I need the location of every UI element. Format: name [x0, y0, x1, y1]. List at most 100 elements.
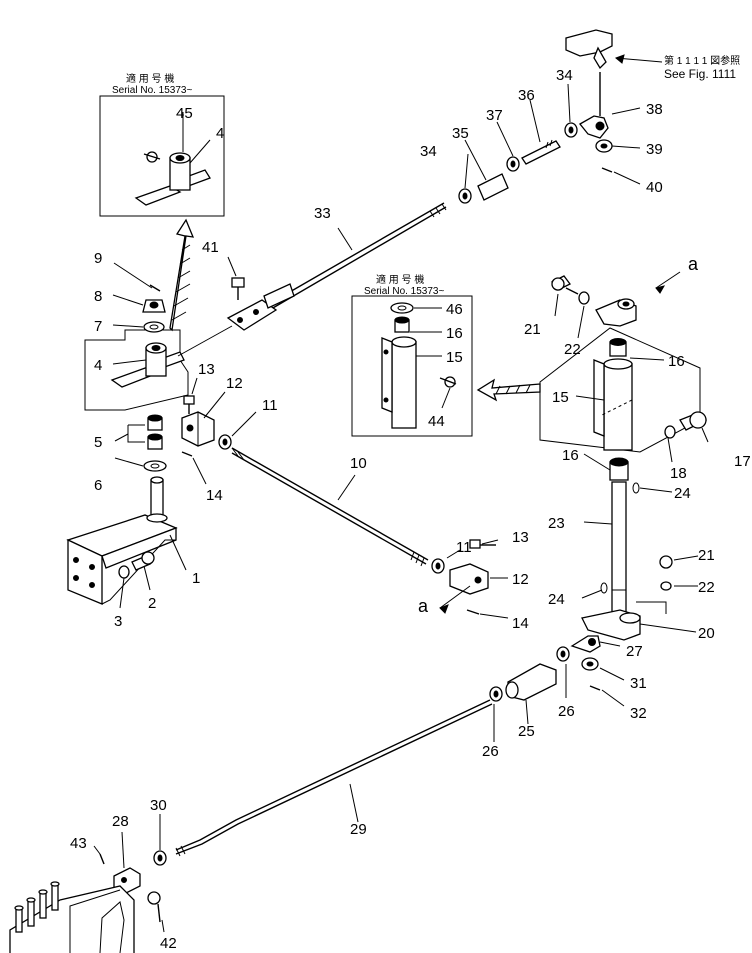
callout-1: 1 — [192, 570, 200, 587]
snap-ring-24-lower — [600, 582, 608, 594]
rod-33 — [177, 202, 447, 357]
tube-15-right — [603, 363, 633, 451]
pin-14 — [181, 451, 193, 457]
callout-4-top: 4 — [216, 125, 224, 142]
callout-45: 45 — [176, 105, 193, 122]
callout-27: 27 — [626, 643, 643, 660]
callout-16-lower: 16 — [562, 447, 579, 464]
rod-end-27 — [570, 635, 601, 653]
inset-left-applicable: 適 用 号 機 — [126, 72, 174, 85]
snap-ring-24-upper — [632, 482, 640, 494]
washer-18 — [664, 425, 676, 439]
callout-15-mid: 15 — [446, 349, 463, 366]
callout-8: 8 — [94, 288, 102, 305]
callout-24-lower: 24 — [548, 591, 565, 608]
bolt-41-head — [231, 277, 245, 288]
injection-pump-body — [9, 885, 135, 953]
bolt-13-right — [469, 539, 481, 549]
callout-7: 7 — [94, 318, 102, 335]
inset-frame — [99, 95, 225, 217]
callout-32: 32 — [630, 705, 647, 722]
callout-44: 44 — [428, 413, 445, 430]
callout-40: 40 — [646, 179, 663, 196]
washer-3 — [118, 565, 130, 579]
callout-22-top: 22 — [564, 341, 581, 358]
washer-22-lower — [660, 581, 672, 591]
lever-bore — [175, 155, 185, 161]
callout-21-top: 21 — [524, 321, 541, 338]
bracket-assembly — [66, 476, 187, 609]
callout-21-lower: 21 — [698, 547, 715, 564]
shaft-assembly — [581, 453, 699, 641]
group-outline — [84, 329, 189, 411]
tube-15-mid — [391, 341, 417, 429]
callout-labels: 1 2 3 4 5 6 7 8 9 10 11 11 12 12 13 13 1… — [70, 67, 751, 952]
callout-16-mid: 16 — [446, 325, 463, 342]
callout-25: 25 — [518, 723, 535, 740]
callout-9: 9 — [94, 250, 102, 267]
reference-note: 第 1 1 1 1 図参照 See Fig. 1111 — [664, 54, 740, 81]
callout-16-right: 16 — [668, 353, 685, 370]
bracket-shaft — [150, 479, 164, 519]
callout-20: 20 — [698, 625, 715, 642]
callout-13-left: 13 — [198, 361, 215, 378]
ref-fig-en: See Fig. 1111 — [664, 67, 736, 81]
callout-26-left: 26 — [482, 743, 499, 760]
callout-11-right: 11 — [456, 539, 472, 556]
bolt-42 — [147, 891, 161, 905]
callout-39: 39 — [646, 141, 663, 158]
upper-link-parts — [458, 29, 663, 204]
right-upper-assembly — [539, 271, 709, 463]
callout-31: 31 — [630, 675, 647, 692]
callout-43: 43 — [70, 835, 87, 852]
clevis-12-right — [449, 563, 489, 595]
callout-2: 2 — [148, 595, 156, 612]
callout-14-left: 14 — [206, 487, 223, 504]
washer-6 — [143, 460, 167, 472]
clevis-right — [431, 539, 509, 619]
lever-assembly-left — [84, 256, 245, 472]
ref-fig-ja: 第 1 1 1 1 図参照 — [664, 54, 740, 67]
callout-4: 4 — [94, 357, 102, 374]
view-marker-a-top: a — [688, 254, 699, 274]
lever-arm — [134, 185, 182, 206]
inset-mid-frame — [351, 295, 473, 437]
callout-14-right: 14 — [512, 615, 529, 632]
inset-mid-serial: Serial No. 15373~ — [364, 286, 444, 297]
washer-22-top — [578, 291, 590, 305]
turnbuckle-35 — [477, 173, 509, 201]
callout-24-upper: 24 — [674, 485, 691, 502]
rod-end-lower — [570, 635, 625, 707]
inset-left-serial: Serial No. 15373~ — [112, 85, 192, 96]
callout-26-right: 26 — [558, 703, 575, 720]
callout-34-upper: 34 — [556, 67, 573, 84]
hatched-arrow-left — [476, 378, 541, 402]
callout-36: 36 — [518, 87, 535, 104]
washer-46 — [390, 302, 414, 314]
inset-middle: 適 用 号 機 Serial No. 15373~ — [351, 273, 473, 437]
inset-mid-applicable: 適 用 号 機 — [376, 273, 424, 286]
callout-5: 5 — [94, 434, 102, 451]
pump-block — [9, 814, 167, 953]
callout-41: 41 — [202, 239, 219, 256]
rod-29-assembly — [175, 646, 570, 857]
callout-13-right: 13 — [512, 529, 529, 546]
rod-29 — [175, 699, 491, 851]
bolt-13-head — [183, 395, 195, 405]
clevis-left — [181, 377, 257, 485]
callout-23: 23 — [548, 515, 565, 532]
callout-38: 38 — [646, 101, 663, 118]
callout-3: 3 — [114, 613, 122, 630]
callout-18: 18 — [670, 465, 687, 482]
rod-end-38 — [579, 115, 609, 139]
bolt-21-lower — [659, 555, 673, 569]
callout-33: 33 — [314, 205, 331, 222]
callout-29: 29 — [350, 821, 367, 838]
rod-10 — [231, 447, 429, 567]
callout-42: 42 — [160, 935, 177, 952]
hatched-arrow-up — [169, 218, 195, 332]
cotter-pin-9 — [149, 284, 161, 292]
callout-10: 10 — [350, 455, 367, 472]
callout-28: 28 — [112, 813, 129, 830]
callout-12-left: 12 — [226, 375, 243, 392]
